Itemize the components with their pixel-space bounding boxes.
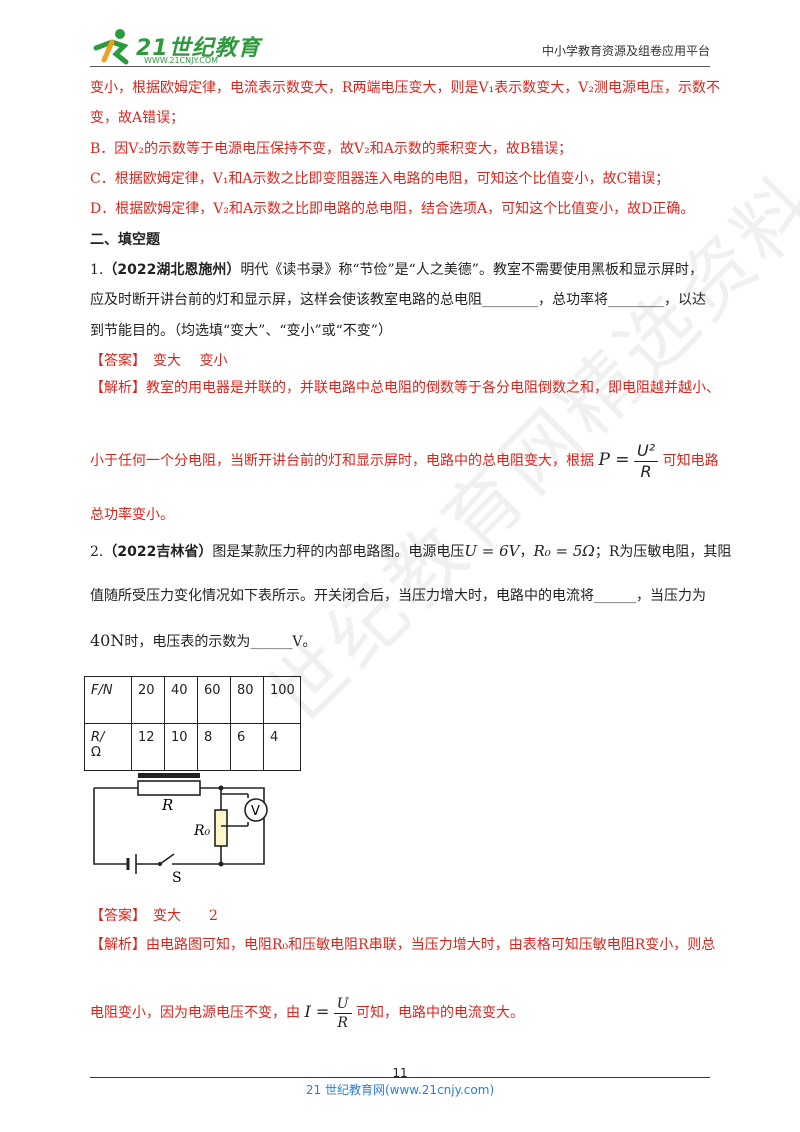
q2-analysis-line-1: 【解析】由电路图可知，电阻R₀和压敏电阻R串联，当压力增大时，由表格可知压敏电阻… [90, 935, 715, 955]
analysis-text: 教室的用电器是并联的，并联电路中总电阻的倒数等于各分电阻倒数之和，即电阻越并越小… [146, 380, 720, 396]
voltage-value: U = 6V [464, 542, 520, 560]
q1-analysis-line-2: 小于任何一个分电阻，当断开讲台前的灯和显示屏时，电路中的总电阻变大，根据 P =… [90, 440, 719, 482]
table-cell: 4 [263, 723, 301, 771]
table-cell: 10 [164, 723, 198, 771]
prev-analysis-line-2: 变，故A错误； [90, 110, 185, 126]
table-header-force: F/N [84, 676, 132, 724]
formula-lhs: P = [598, 450, 630, 470]
table-header-resistance-b: Ω [91, 745, 101, 760]
footer-divider [90, 1077, 710, 1078]
runner-logo-icon [93, 29, 129, 65]
q2-text-1: 图是某款压力秤的内部电路图。电源电压 [212, 544, 465, 560]
analysis-text: 由电路图可知，电阻R₀和压敏电阻R串联，当压力增大时，由表格可知压敏电阻R变小，… [146, 937, 716, 953]
q1-analysis-line-3: 总功率变小。 [90, 507, 174, 523]
circuit-wire [93, 787, 265, 865]
junction-dot [218, 785, 224, 791]
logo-text: 21世纪教育 [136, 36, 261, 61]
q2-text-1b: ；R为压敏电阻，其阻 [594, 544, 732, 560]
junction-dot [218, 861, 224, 867]
table-cell: 6 [230, 723, 264, 771]
table-row: R/Ω 12 10 8 6 4 [84, 723, 301, 771]
header-platform-title: 中小学教育资源及组卷应用平台 [541, 44, 710, 58]
table-cell: 100 [263, 676, 301, 724]
force-resistance-table: F/N 20 40 60 80 100 R/Ω 12 10 8 6 4 [84, 676, 301, 771]
answer-text: 变大 2 [153, 908, 218, 924]
power-formula: U² R [634, 441, 659, 482]
answer-label: 【答案】 [90, 908, 139, 924]
switch-label: S [172, 870, 182, 885]
analysis-label: 【解析】 [90, 380, 146, 396]
table-cell: 60 [197, 676, 231, 724]
analysis-text-tail: 可知电路 [662, 453, 719, 469]
q2-line-1: 2.（2022吉林省）图是某款压力秤的内部电路图。电源电压U = 6V，R₀ =… [90, 542, 732, 560]
q1-analysis-line-1: 【解析】教室的用电器是并联的，并联电路中总电阻的倒数等于各分电阻倒数之和，即电阻… [90, 378, 720, 398]
table-cell: 20 [131, 676, 165, 724]
resistor-r0-label: R₀ [193, 823, 211, 839]
table-cell: 12 [131, 723, 165, 771]
resistor-r-label: R [161, 796, 173, 814]
option-d-analysis: D．根据欧姆定律，V₂和A示数之比即电路的总电阻，结合选项A，可知这个比值变小，… [90, 201, 695, 217]
q1-number: 1. [90, 262, 104, 278]
pressure-plate [138, 773, 200, 778]
section-title: 二、填空题 [90, 232, 160, 248]
formula-numerator: U² [634, 441, 659, 462]
analysis-label: 【解析】 [90, 937, 146, 953]
page-header: 21世纪教育 WWW.21CNJY.COM 中小学教育资源及组卷应用平台 [90, 28, 710, 68]
logo: 21世纪教育 WWW.21CNJY.COM [90, 28, 270, 68]
q2-source: （2022吉林省） [103, 544, 213, 560]
header-divider [90, 66, 710, 67]
formula-numerator: U [333, 995, 352, 1014]
answer-text: 变大 变小 [153, 353, 228, 369]
formula-denominator: R [640, 461, 652, 481]
prev-analysis-line-1: 变小，根据欧姆定律，电流表示数变大，R两端电压变大，则是V₁表示数变大，V₂测电… [90, 80, 720, 96]
q1-line-3: 到节能目的。（均选填“变大”、“变小”或“不变”） [90, 323, 392, 339]
page-number: 11 [392, 1066, 408, 1080]
q1-line-1: 1.（2022湖北恩施州）明代《读书录》称“节俭”是“人之美德”。教室不需要使用… [90, 260, 703, 280]
q2-number: 2. [90, 544, 104, 560]
voltmeter-icon [244, 798, 268, 822]
q1-text-1: 明代《读书录》称“节俭”是“人之美德”。教室不需要使用黑板和显示屏时， [240, 262, 703, 278]
switch-lever [159, 853, 175, 865]
resistor-r [137, 780, 201, 796]
q1-answer: 【答案】 变大 变小 [90, 351, 227, 371]
logo-url: WWW.21CNJY.COM [144, 56, 219, 65]
q1-line-2: 应及时断开讲台前的灯和显示屏，这样会使该教室电路的总电阻________，总功率… [90, 292, 706, 308]
analysis-text: 小于任何一个分电阻，当断开讲台前的灯和显示屏时，电路中的总电阻变大，根据 [90, 453, 594, 469]
table-cell: 80 [230, 676, 264, 724]
q2-text-3: 时，电压表的示数为______V。 [124, 634, 317, 650]
voltmeter-label: V [251, 804, 260, 819]
formula-lhs: I = [304, 1002, 330, 1021]
analysis-text: 电阻变小，因为电源电压不变，由 [90, 1005, 300, 1021]
answer-label: 【答案】 [90, 353, 139, 369]
q2-answer: 【答案】 变大 2 [90, 906, 218, 926]
analysis-text-tail: 可知，电路中的电流变大。 [355, 1005, 524, 1021]
table-cell: 8 [197, 723, 231, 771]
table-header-resistance: R/Ω [84, 723, 132, 771]
circuit-diagram: R R₀ V S [93, 773, 268, 885]
option-c-analysis: C．根据欧姆定律，V₁和A示数之比即变阻器连入电路的电阻，可知这个比值变小，故C… [90, 171, 670, 187]
r0-value: R₀ = 5Ω [533, 542, 595, 560]
table-row: F/N 20 40 60 80 100 [84, 676, 301, 724]
resistor-r0 [214, 809, 228, 847]
table-header-resistance-a: R/ [91, 730, 105, 745]
voltmeter-wire [221, 793, 248, 827]
footer-site-link[interactable]: 21 世纪教育网(www.21cnjy.com) [305, 1083, 495, 1097]
option-b-analysis: B．因V₂的示数等于电源电压保持不变，故V₂和A示数的乘积变大，故B错误； [90, 141, 573, 157]
q2-line-2: 值随所受压力变化情况如下表所示。开关闭合后，当压力增大时，电路中的电流将____… [90, 588, 706, 604]
force-value: 40N [90, 631, 125, 650]
formula-denominator: R [337, 1014, 348, 1031]
q2-line-3: 40N时，电压表的示数为______V。 [90, 628, 316, 655]
q2-analysis-line-2: 电阻变小，因为电源电压不变，由 I = U R 可知，电路中的电流变大。 [90, 992, 524, 1033]
table-cell: 40 [164, 676, 198, 724]
q1-source: （2022湖北恩施州） [103, 262, 241, 278]
ohm-formula: U R [333, 995, 352, 1032]
